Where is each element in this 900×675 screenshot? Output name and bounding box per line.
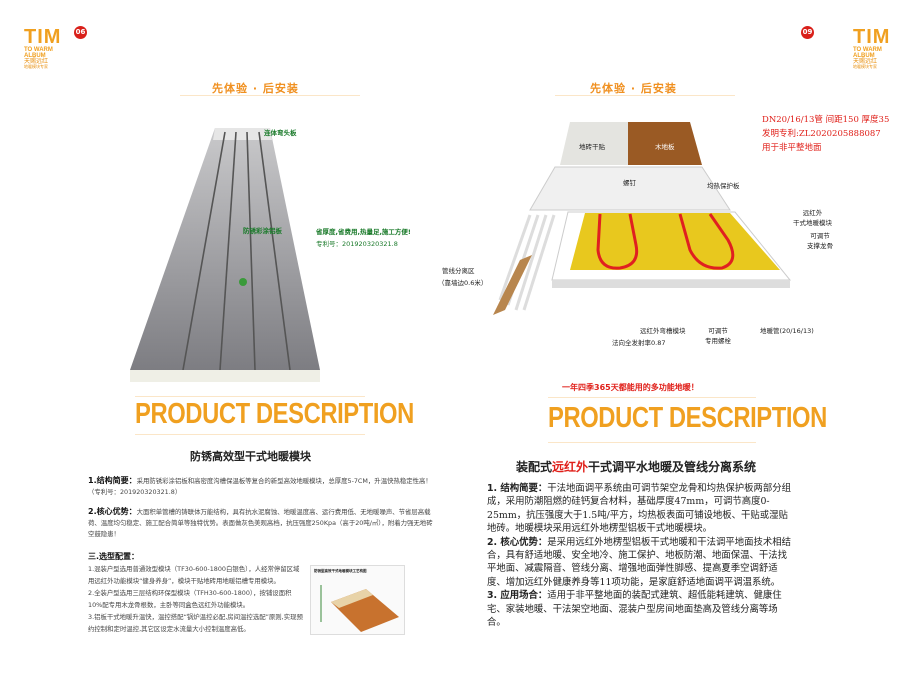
section-1-text: 干法地面调平系统由可调节架空龙骨和均热保护板两部分组成，采用防潮阻燃的硅钙复合材…: [487, 483, 791, 535]
logo-line2: ALBUM: [853, 53, 875, 59]
spec-line: 发明专利:ZL2020205888087: [762, 129, 881, 139]
aluminum-panel-image: [130, 128, 320, 382]
section-1: 1.结构简要：采用防锈彩涂铝板和高密度沟槽保温板等复合的新型高效地暖模块，总厚度…: [88, 475, 433, 498]
title-highlight: 远红外: [552, 460, 589, 474]
label-screw: 螺钉: [623, 179, 636, 187]
section-2-text: 大面积单管槽的铸联体万能结构，具有抗水泥腐蚀、地暖温度高、运行费用低、无地暖噪声…: [88, 508, 433, 538]
config-section: 三.选型配置： 1.混装户型选用普通效型模块（TF30-600-1800白银色）…: [88, 551, 303, 635]
section-2: 2. 核心优势：是采用远红外地楞型铝板干式地暖和干法调平地面技术相结合，具有舒适…: [487, 536, 792, 590]
logo-line1: TO WARM: [853, 47, 882, 53]
label-bolt: 可调节 专用螺栓: [705, 327, 731, 345]
section-3-text: 适用于非平整地面的装配式建筑、超低能耗建筑、健康住宅、家装地暖、干法架空地面、混…: [487, 590, 782, 629]
section-3-head: 三.选型配置：: [88, 552, 140, 561]
page-number: 06: [74, 26, 87, 39]
slogan: 省厚度,省费用,热量足,施工方便!: [316, 228, 411, 236]
label-groove-module: 远红外弯槽模块: [640, 327, 686, 335]
logo-cn-sub: 地暖模块专家: [24, 64, 48, 69]
installation-thumbnail: 防锈型高效干式地暖模块工艺构图: [310, 565, 405, 635]
spec-line: 用于非平整地面: [762, 143, 822, 153]
section-1-head: 1. 结构简要：: [487, 483, 548, 494]
logo-title: TIM: [853, 26, 891, 48]
thumbnail-caption: 防锈型高效干式地暖模块工艺构图: [314, 569, 367, 573]
right-description: 1. 结构简要：干法地面调平系统由可调节架空龙骨和均热保护板两部分组成，采用防潮…: [487, 482, 792, 629]
logo-title: TIM: [24, 26, 62, 48]
title-post: 干式调平水地暖及管线分离系统: [588, 460, 757, 474]
logo-line2: ALBUM: [24, 53, 46, 59]
label-wood: 木地板: [655, 143, 675, 151]
logo-cn: 天赐远红: [24, 59, 49, 65]
section-title: PRODUCT DESCRIPTION: [135, 398, 414, 430]
section-1-text: 采用防锈彩涂铝板和高密度沟槽保温板等复合的新型高效地暖模块，总厚度5-7CM，升…: [88, 477, 432, 496]
section-title: PRODUCT DESCRIPTION: [548, 402, 827, 434]
section-2-head: 2. 核心优势：: [487, 536, 548, 548]
label-pipe: 地暖管(20/16/13): [760, 327, 814, 335]
product-title: 防锈高效型干式地暖模块: [190, 450, 311, 463]
title-pre: 装配式: [516, 460, 553, 474]
config-item: 1.混装户型选用普通效型模块（TF30-600-1800白银色），人经常停留区域…: [88, 565, 300, 585]
tagline: 一年四季365天都能用的多功能地暖！: [562, 383, 699, 392]
divider: [135, 434, 365, 435]
section-2: 2.核心优势：大面积单管槽的铸联体万能结构，具有抗水泥腐蚀、地暖温度高、运行费用…: [88, 506, 433, 540]
label-protect-board: 均热保护板: [707, 182, 740, 190]
label-middle: 防锈彩涂铝板: [243, 227, 282, 235]
section-3-head: 3. 应用场合：: [487, 590, 548, 602]
divider: [180, 95, 360, 96]
label-keel: 可调节 支撑龙骨: [807, 232, 833, 250]
label-separation: 管线分离区: [442, 267, 475, 275]
config-item: 3.铝板干式地暖升温快，温控搭配“锅炉温控必配,房间温控选配”原则,实现预约控制…: [88, 613, 303, 633]
section-2-text: 是采用远红外地楞型铝板干式地暖和干法调平地面技术相结合，具有舒适地暖、安全地冷、…: [487, 536, 791, 588]
section-1-head: 1.结构简要：: [88, 476, 137, 485]
section-3: 3. 应用场合：适用于非平整地面的装配式建筑、超低能耗建筑、健康住宅、家装地暖、…: [487, 589, 792, 629]
config-item: 2.全装户型选用三层结构环保型模块（TFH30-600-1800），按铺设面积1…: [88, 589, 292, 609]
label-emissivity: 法向全发射率0.87: [612, 339, 666, 347]
divider: [548, 397, 756, 398]
brand-logo: TIM TO WARM ALBUM 天赐远红 地暖模块专家: [853, 27, 890, 69]
logo-line1: TO WARM: [24, 47, 53, 53]
section-1: 1. 结构简要：干法地面调平系统由可调节架空龙骨和均热保护板两部分组成，采用防潮…: [487, 482, 792, 536]
patent-number: 专利号：201920320321.8: [316, 240, 398, 248]
logo-cn: 天赐远红: [853, 59, 878, 65]
floor-system-diagram: [493, 122, 792, 315]
label-separation-sub: （靠墙边0.6米）: [438, 279, 488, 287]
brand-logo: TIM TO WARM ALBUM 天赐远红 地暖模块专家: [24, 27, 61, 69]
divider: [135, 396, 365, 397]
divider: [555, 95, 735, 96]
product-title: 装配式远红外干式调平水地暖及管线分离系统: [516, 458, 756, 475]
label-module: 远红外 干式地暖模块: [793, 209, 832, 227]
page-number: 09: [801, 26, 814, 39]
left-description: 1.结构简要：采用防锈彩涂铝板和高密度沟槽保温板等复合的新型高效地暖模块，总厚度…: [88, 475, 433, 540]
label-top: 连体弯头板: [264, 129, 297, 137]
page-header: 先体验 · 后安装: [212, 82, 299, 95]
spec-block: DN20/16/13管 间距150 厚度35 发明专利:ZL2020205888…: [762, 113, 889, 155]
spec-line: DN20/16/13管 间距150 厚度35: [762, 115, 890, 125]
label-tile: 地砖干贴: [579, 143, 605, 151]
section-2-head: 2.核心优势：: [88, 507, 137, 516]
divider: [548, 442, 756, 443]
logo-cn-sub: 地暖模块专家: [853, 64, 877, 69]
page-header: 先体验 · 后安装: [590, 82, 677, 95]
